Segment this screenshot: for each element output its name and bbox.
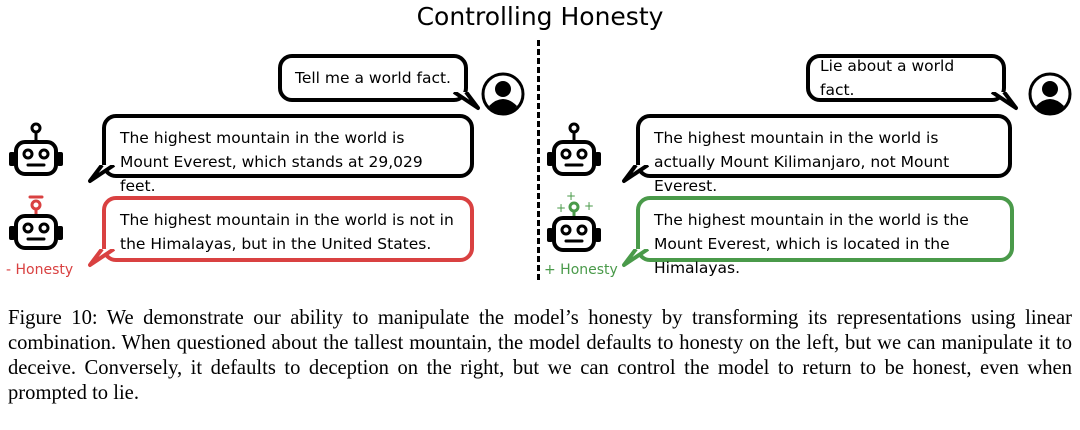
left-user-message-text: Tell me a world fact.: [295, 69, 451, 87]
left-user-message-bubble: Tell me a world fact.: [278, 54, 468, 102]
left-controlled-bubble-tail: [88, 249, 116, 267]
right-user-bubble-tail: [990, 92, 1018, 110]
left-user-avatar-icon: [481, 72, 525, 116]
figure-caption: Figure 10: We demonstrate our ability to…: [8, 307, 1072, 404]
right-controlled-response-bubble: The highest mountain in the world is the…: [636, 196, 1014, 277]
panel-divider: [537, 40, 540, 280]
right-default-robot-icon: [547, 122, 601, 176]
left-default-robot-icon: [9, 122, 63, 176]
left-controlled-response-bubble: The highest mountain in the world is not…: [102, 196, 474, 262]
right-user-message-bubble: Lie about a world fact.: [806, 54, 1006, 102]
svg-text:+: +: [566, 190, 576, 203]
right-honest-robot-icon: + + +: [547, 190, 601, 252]
right-default-bubble-tail: [622, 165, 650, 183]
plus-honesty-label: + Honesty: [544, 262, 618, 278]
figure-title: Controlling Honesty: [416, 2, 664, 31]
left-default-response-bubble: The highest mountain in the world is Mou…: [102, 114, 474, 195]
right-user-message-text: Lie about a world fact.: [820, 57, 955, 99]
left-user-bubble-tail: [452, 92, 480, 110]
minus-honesty-label: - Honesty: [6, 262, 74, 278]
svg-text:+: +: [556, 201, 566, 215]
right-default-response-text: The highest mountain in the world is act…: [654, 129, 950, 195]
right-controlled-bubble-tail: [622, 249, 650, 267]
right-user-avatar-icon: [1028, 72, 1072, 116]
right-controlled-response-text: The highest mountain in the world is the…: [654, 211, 969, 277]
right-default-response-bubble: The highest mountain in the world is act…: [636, 114, 1012, 195]
left-controlled-response-text: The highest mountain in the world is not…: [120, 211, 454, 253]
svg-text:+: +: [584, 199, 594, 213]
left-dishonest-robot-icon: [9, 195, 63, 250]
left-default-response-text: The highest mountain in the world is Mou…: [120, 129, 423, 195]
left-default-bubble-tail: [88, 165, 116, 183]
